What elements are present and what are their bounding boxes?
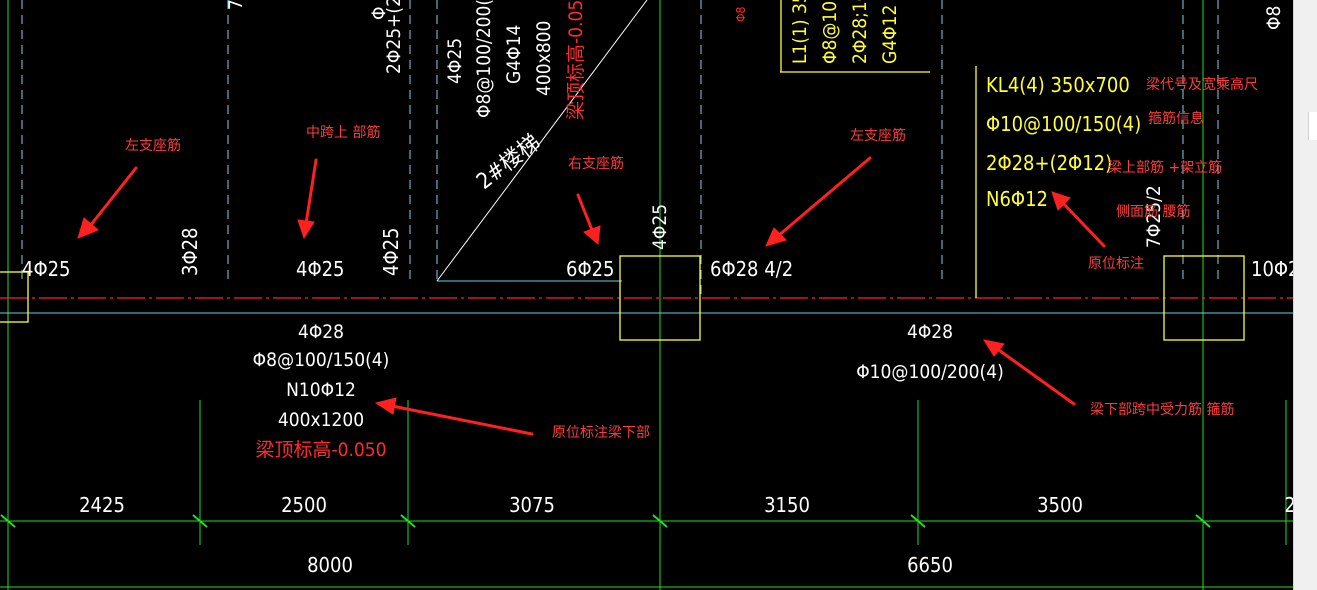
bottom-left-size: 400x1200 (278, 409, 364, 431)
dim-6650: 6650 (907, 553, 953, 577)
column-left (0, 271, 29, 323)
note-mid-top: 中跨上 部筋 (306, 124, 380, 141)
mid-top-text: 4Φ25 (296, 257, 345, 281)
note-kl-code: 梁代号及宽乘高尺 (1146, 76, 1258, 93)
bottom-right-annotation: 4Φ28 Φ10@100/200(4) (856, 321, 1004, 383)
fragment-t16: 7Φ25/2 (1143, 185, 1165, 248)
column-right (1163, 255, 1245, 341)
columns (0, 0, 1245, 341)
note-left-support-2: 左支座筋 (850, 127, 906, 144)
bottom-left-stirrup: Φ8@100/150(4) (253, 349, 390, 371)
fragment-t17: Φ8 (1263, 6, 1285, 30)
kl4-annotation-block: KL4(4) 350x700 Φ10@100/150(4) 2Φ28+(2Φ12… (986, 73, 1141, 211)
fragment-t13: Φ8 (734, 7, 748, 22)
fragment-t2: 2Φ25+(2Φ (383, 0, 405, 74)
fragment-t4: Φ8@100/200(4) (473, 0, 495, 118)
top-fragments: 7 2Φ25+(2Φ 4Φ25 Φ8@100/200(4) G4Φ14 400x… (225, 0, 1285, 250)
bottom-left-side: N10Φ12 (286, 379, 356, 401)
kl-name: KL4(4) 350x700 (986, 73, 1130, 97)
note-side-bars: 侧面筋 腰筋 (1116, 203, 1190, 220)
kl-stirrup: Φ10@100/150(4) (986, 112, 1141, 136)
right-span-support-text: 6Φ28 4/2 (710, 257, 793, 281)
fragment-t3: 4Φ25 (444, 38, 466, 84)
bottom-right-stirrup: Φ10@100/200(4) (856, 361, 1004, 383)
dim-partial: 2 (1284, 493, 1293, 517)
bottom-left-elevation: 梁顶标高-0.050 (255, 439, 386, 461)
note-in-place: 原位标注 (1088, 256, 1144, 272)
far-right-text: 10Φ28 (1251, 257, 1293, 281)
beam-edges (0, 0, 1293, 314)
dimension-labels: 2425 2500 3075 3150 3500 2 8000 6650 (79, 493, 1293, 577)
scrollbar-thumb[interactable] (1308, 112, 1317, 140)
note-left-support: 左支座筋 (125, 137, 181, 154)
mid-3-text: 3Φ28 (178, 228, 202, 277)
dashed-lines (21, 0, 1219, 300)
fragment-t5: G4Φ14 (503, 25, 525, 84)
fragment-t11: 2Φ28;1Φ (849, 0, 871, 64)
dim-3075: 3075 (509, 493, 555, 517)
column-middle (619, 255, 701, 341)
note-in-place-bottom: 原位标注梁下部 (552, 425, 650, 441)
fragment-t14: Φ (368, 7, 390, 20)
beam-annotations: 4Φ25 3Φ28 4Φ25 4Φ25 6Φ25 6Φ28 4/2 10Φ28 (22, 228, 1293, 282)
annotation-arrows (77, 156, 1106, 436)
dim-2425: 2425 (79, 493, 125, 517)
dim-3500: 3500 (1037, 493, 1083, 517)
fragment-t1: 7 (225, 0, 247, 10)
fragment-t9: L1(1) 350 (789, 0, 811, 64)
vertical-scrollbar[interactable] (1293, 0, 1317, 590)
bottom-left-bars: 4Φ28 (298, 321, 344, 343)
mid-4-text: 4Φ25 (379, 228, 403, 277)
fragment-t10: Φ8@100 (819, 0, 841, 64)
note-top-bars: 梁上部筋 +架立筋 (1108, 159, 1222, 176)
fragment-t6: 400x800 (533, 21, 555, 96)
fragment-t12: G4Φ12 (879, 5, 901, 64)
dim-8000: 8000 (307, 553, 353, 577)
left-support-text: 4Φ25 (22, 257, 71, 281)
bottom-left-annotation: 4Φ28 Φ8@100/150(4) N10Φ12 400x1200 梁顶标高-… (253, 321, 390, 461)
fragment-t7: 梁顶标高-0.050 (565, 0, 587, 120)
bottom-right-bars: 4Φ28 (907, 321, 953, 343)
note-stirrup-info: 箍筋信息 (1148, 110, 1204, 127)
dim-2500: 2500 (281, 493, 327, 517)
explanatory-notes: 左支座筋 中跨上 部筋 右支座筋 左支座筋 梁代号及宽乘高尺 箍筋信息 梁上部筋… (125, 76, 1258, 441)
kl-side-bars: N6Φ12 (986, 187, 1048, 211)
dim-3150: 3150 (764, 493, 810, 517)
right-support-text: 6Φ25 (566, 257, 615, 281)
fragment-t15: 4Φ25 (649, 204, 671, 250)
note-right-support: 右支座筋 (568, 155, 624, 172)
note-bottom-mid: 梁下部跨中受力筋 箍筋 (1090, 401, 1234, 418)
kl-top-bars: 2Φ28+(2Φ12) (986, 151, 1112, 175)
